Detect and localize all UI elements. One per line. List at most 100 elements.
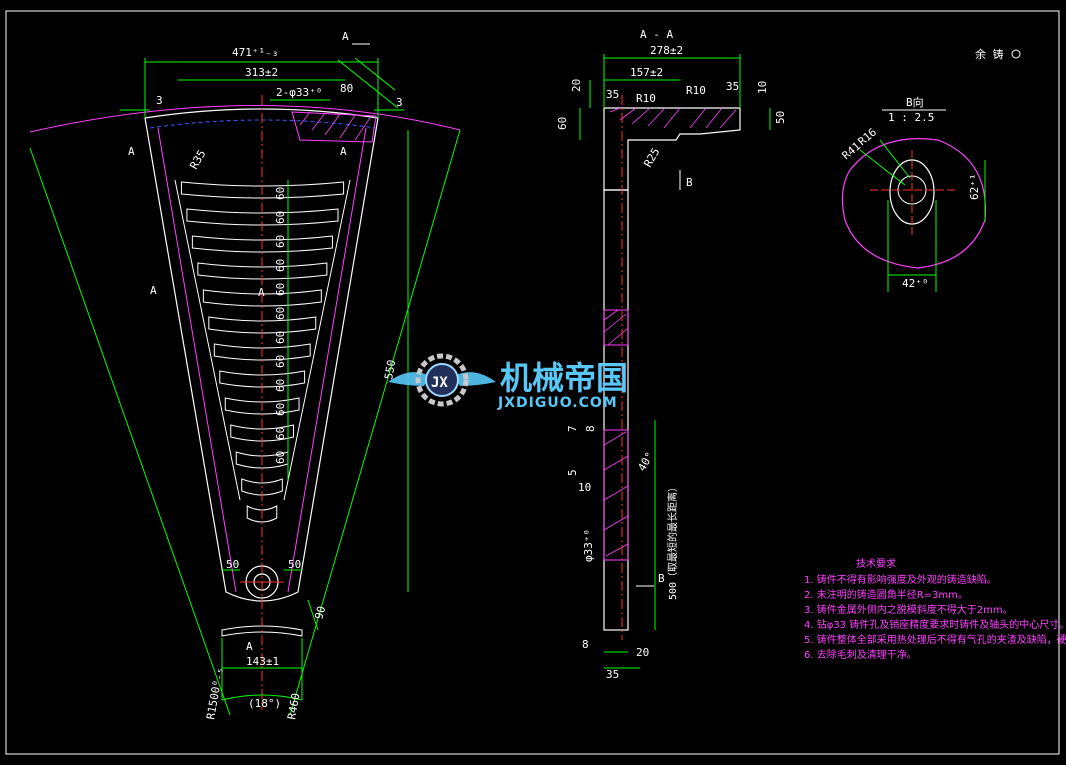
dim-60: 60 <box>556 117 569 130</box>
rib-pitch-label: 60 <box>274 259 287 272</box>
rib-pitch-label: 60 <box>274 235 287 248</box>
dim-r10b: R10 <box>686 84 706 97</box>
dim-35a: 35 <box>606 88 619 101</box>
dim-20: 20 <box>570 79 583 92</box>
rib <box>230 424 294 442</box>
web-outline <box>603 189 629 631</box>
label-a-bottom: A <box>246 640 253 653</box>
rib <box>186 208 339 226</box>
dim-r25: R25 <box>641 146 662 170</box>
rib <box>224 397 300 415</box>
dim-left-margin: 3 <box>156 94 163 107</box>
fan-line-left <box>29 147 231 716</box>
logo-text: JX <box>431 375 448 391</box>
dim-bore: 2-φ33⁺⁰ <box>276 86 322 99</box>
fan-line-right <box>289 129 461 716</box>
dim-mid-width: 313±2 <box>245 66 278 79</box>
dim-bottom-width: 143±1 <box>246 655 279 668</box>
slot-edges <box>174 179 351 501</box>
roughness-icon <box>1011 49 1021 59</box>
dim-arc-18 <box>221 694 303 701</box>
watermark-title: 机械帝国 <box>500 359 628 397</box>
section-view: A - A 278±2 157±2 20 35 R10 R10 35 10 60… <box>556 28 787 681</box>
detail-slot <box>889 159 935 225</box>
detail-scale: 1 : 2.5 <box>888 111 934 124</box>
inner-edge-left <box>157 127 237 593</box>
leader-r16 <box>879 139 911 179</box>
dim-8: 8 <box>584 425 597 432</box>
label-a-mid-center: A <box>258 286 265 299</box>
dim-line-90 <box>307 599 319 631</box>
dim-hub-left: 50 <box>226 558 239 571</box>
detail-view: B向 1 : 2.5 R16 R41 62⁺¹ 42⁺⁰ 余 铸 <box>840 47 1021 292</box>
web-hatch-1 <box>603 309 629 346</box>
section-title: A - A <box>640 28 673 41</box>
rib-group <box>180 181 345 523</box>
label-a-left-upper: A <box>128 145 135 158</box>
note-item: 1. 铸件不得有影响强度及外观的铸造缺陷。 <box>804 573 997 586</box>
dim-10: 10 <box>756 81 769 94</box>
dim-r10a: R10 <box>636 92 656 105</box>
rib-pitch-label: 60 <box>274 331 287 344</box>
dim-part: 157±2 <box>630 66 663 79</box>
note-item: 5. 铸件整体全部采用热处理后不得有气孔的夹渣及缺陷，硬度为HRC46~53。 <box>804 633 1066 646</box>
dim-hub-side: 90 <box>312 605 328 621</box>
dim-bore-sec: φ33⁺⁰ <box>582 529 595 562</box>
logo-disc <box>425 363 459 397</box>
wing-right-icon <box>454 372 496 386</box>
drawing-border <box>5 10 1060 755</box>
dim-inner-radius: R460 <box>285 692 302 720</box>
rib <box>191 235 333 253</box>
rib <box>213 343 311 361</box>
dim-10b: 10 <box>578 481 591 494</box>
rib <box>208 316 317 334</box>
notes-heading: 技术要求 <box>856 557 896 570</box>
label-a-top: A <box>342 30 349 43</box>
watermark: JX 机械帝国 JXDIGUO.COM <box>388 353 628 411</box>
rib-pitch-label: 60 <box>274 355 287 368</box>
technical-notes: 技术要求 1. 铸件不得有影响强度及外观的铸造缺陷。 2. 未注明的铸造圆角半径R… <box>804 557 1066 661</box>
plan-view: 471⁺¹₋₃ 313±2 2-φ33⁺⁰ 80 3 3 R35 550 50 … <box>29 30 461 721</box>
note-item: 2. 未注明的铸造圆角半径R=3mm。 <box>804 588 968 601</box>
rib <box>180 181 345 199</box>
rib-pitch-label: 60 <box>274 451 287 464</box>
rib <box>197 262 328 280</box>
leader-r41 <box>859 149 906 186</box>
watermark-url: JXDIGUO.COM <box>497 395 618 411</box>
dim-height: 62⁺¹ <box>968 174 981 201</box>
web-section-1 <box>603 309 629 346</box>
note-item: 4. 钻φ33 铸件孔及销座精度要求时铸件及轴头的中心尺寸。 <box>804 618 1066 631</box>
web-section-2 <box>603 429 629 561</box>
dim-fillet: R35 <box>187 148 208 172</box>
flange-outline <box>603 107 741 191</box>
dim-35c: 35 <box>606 668 619 681</box>
dim-right-margin: 3 <box>396 96 403 109</box>
leader-1 <box>337 59 399 109</box>
dim-5: 5 <box>566 469 579 476</box>
dim-angle: (18°) <box>248 697 281 710</box>
dim-7: 7 <box>566 425 579 432</box>
notes-list: 1. 铸件不得有影响强度及外观的铸造缺陷。 2. 未注明的铸造圆角半径R=3mm。… <box>804 573 1066 661</box>
rib-pitch-label: 60 <box>274 379 287 392</box>
note-item: 6. 去除毛刺及清理干净。 <box>804 648 917 661</box>
detail-outline <box>841 138 987 269</box>
label-b-lower: B <box>658 572 665 585</box>
dim-40: 40° <box>635 450 656 474</box>
dim-hub-right: 50 <box>288 558 301 571</box>
dim-35b: 35 <box>726 80 739 93</box>
inner-edge-right <box>287 127 367 593</box>
rib-pitch-label: 60 <box>274 211 287 224</box>
rib <box>246 505 278 523</box>
web-hatch-2 <box>603 431 629 557</box>
rib <box>202 289 322 307</box>
section-hatch <box>291 111 377 143</box>
rib-pitch-label: 60 <box>274 307 287 320</box>
leader-2 <box>354 57 396 91</box>
note-item: 3. 铸件金属外侧内之脱模斜度不得大于2mm。 <box>804 603 1013 616</box>
label-a-mid-left: A <box>150 284 157 297</box>
dim-overall: 278±2 <box>650 44 683 57</box>
hidden-arc <box>149 119 377 129</box>
rib-pitch-label: 60 <box>274 283 287 296</box>
